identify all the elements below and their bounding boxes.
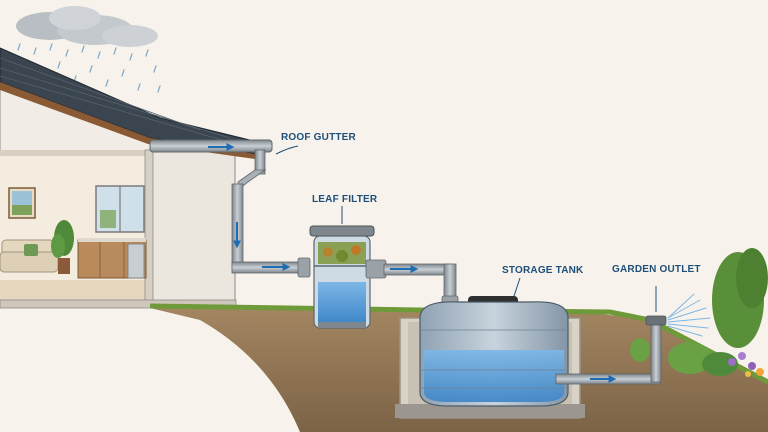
sofa [0, 239, 59, 273]
label-leaders [275, 145, 657, 312]
kitchen-counter [77, 238, 147, 279]
storage-tank [419, 296, 569, 407]
garden-outlet-label: GARDEN OUTLET [612, 264, 701, 275]
leaf-filter [309, 225, 387, 329]
window [95, 185, 145, 233]
water-spray [667, 293, 711, 337]
wall-picture [8, 187, 36, 219]
potted-plant [51, 220, 74, 274]
rain-cloud-icon [16, 6, 158, 47]
downspout-pipe [231, 149, 311, 278]
storage-tank-label: STORAGE TANK [502, 265, 584, 276]
flow-arrows [208, 143, 617, 383]
garden-plants [630, 248, 768, 377]
leaf-filter-label: LEAF FILTER [312, 194, 378, 205]
roof-gutter-label: ROOF GUTTER [281, 132, 356, 143]
